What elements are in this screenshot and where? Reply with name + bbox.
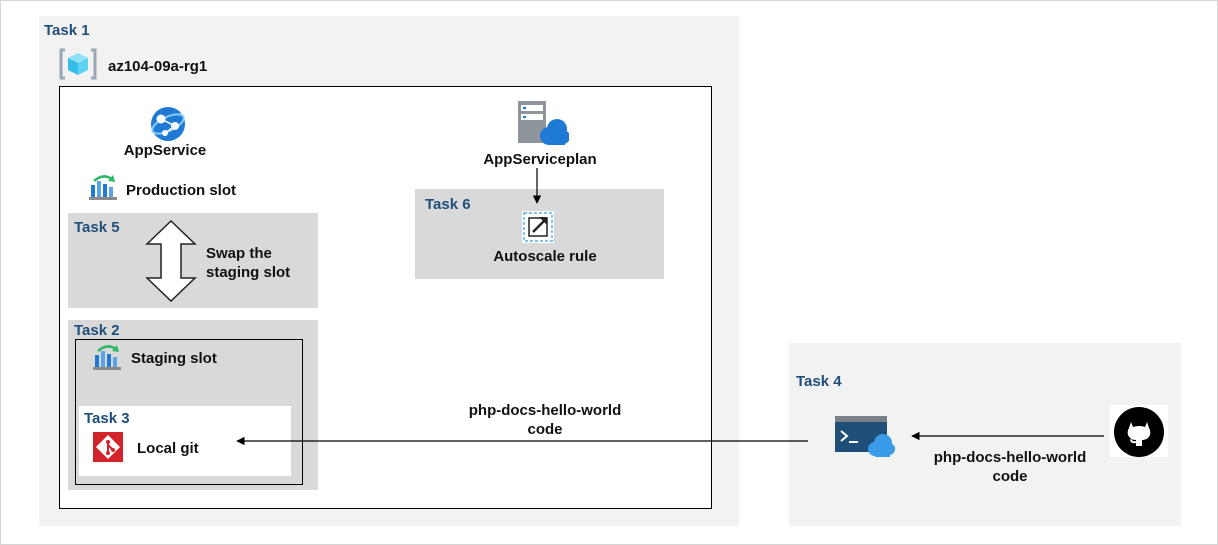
server-cloud-icon [515,100,570,146]
code-label-right-line1: php-docs-hello-world [933,449,1087,466]
task2-label: Task 2 [74,322,120,339]
staging-slot-boundary [75,339,303,485]
local-git-label: Local git [137,440,199,457]
staging-slot-icon [92,343,122,371]
app-service-plan-label: AppServiceplan [483,151,597,168]
production-slot-label: Production slot [126,182,236,199]
app-service-label: AppService [123,142,207,159]
task1-label: Task 1 [44,22,90,39]
swap-label-line1: Swap the [206,245,272,262]
task3-label: Task 3 [84,410,130,427]
swap-label-line2: staging slot [206,264,291,281]
git-icon [92,431,124,463]
staging-slot-label: Staging slot [131,350,217,367]
task4-label: Task 4 [796,373,842,390]
task6-label: Task 6 [425,196,471,213]
cloud-shell-icon [834,414,896,458]
resource-group-name: az104-09a-rg1 [108,58,208,75]
app-service-icon [150,106,186,142]
code-label-middle-line2: code [527,421,563,438]
task5-label: Task 5 [74,219,120,236]
double-arrow-icon [145,219,197,303]
code-label-middle-line1: php-docs-hello-world [468,402,622,419]
task5-box [68,213,318,308]
code-label-right-line2: code [992,468,1028,485]
autoscale-label: Autoscale rule [493,248,597,265]
github-icon [1110,405,1168,457]
autoscale-icon [520,209,556,245]
production-slot-icon [88,173,118,201]
resource-group-icon [59,47,97,81]
